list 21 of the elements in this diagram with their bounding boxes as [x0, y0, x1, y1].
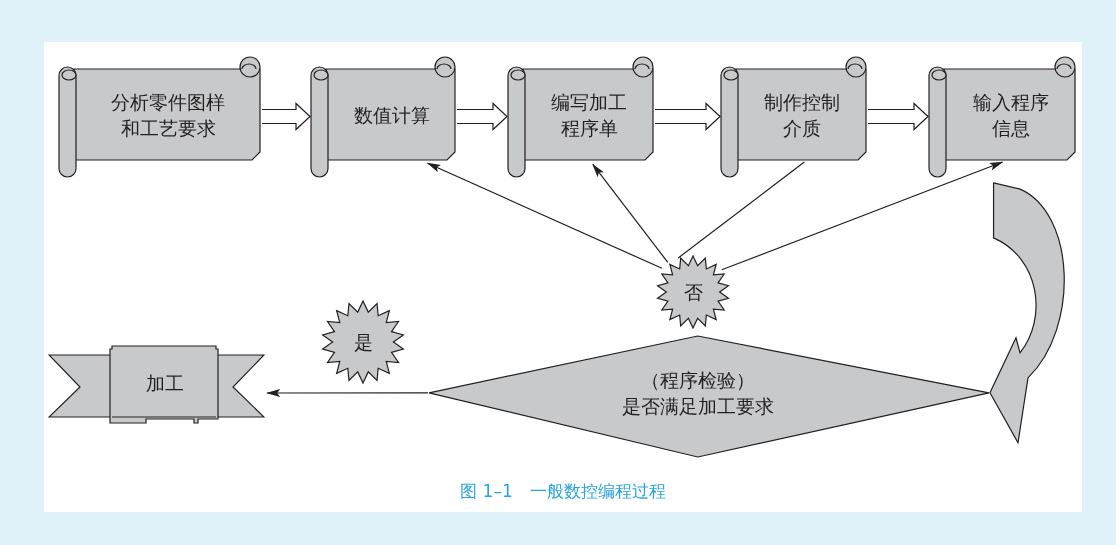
node-label: 制作控制介质 — [763, 89, 841, 141]
arrow — [721, 161, 1004, 271]
connector-line — [677, 161, 805, 259]
node-label: 输入程序信息 — [971, 89, 1050, 141]
figure-caption: 图 1–1 一般数控编程过程 — [460, 480, 666, 503]
curved-arrow — [989, 182, 1065, 444]
block-arrow — [654, 102, 721, 131]
node-label: 否 — [683, 280, 703, 305]
node-label: 编写加工程序单 — [550, 89, 628, 141]
arrow — [266, 389, 429, 397]
node-label: （程序检验） — [640, 367, 755, 393]
arrow — [592, 163, 669, 263]
block-arrow — [261, 102, 311, 131]
node-label: 分析零件图样和工艺要求 — [110, 89, 226, 141]
node-label: 数值计算 — [353, 102, 430, 128]
block-arrow — [867, 102, 929, 131]
node-label: 加工 — [146, 371, 184, 396]
arrow — [426, 162, 663, 269]
node-label: 是否满足加工要求 — [621, 393, 774, 419]
block-arrow — [456, 102, 508, 131]
node-label: 是 — [353, 330, 373, 355]
